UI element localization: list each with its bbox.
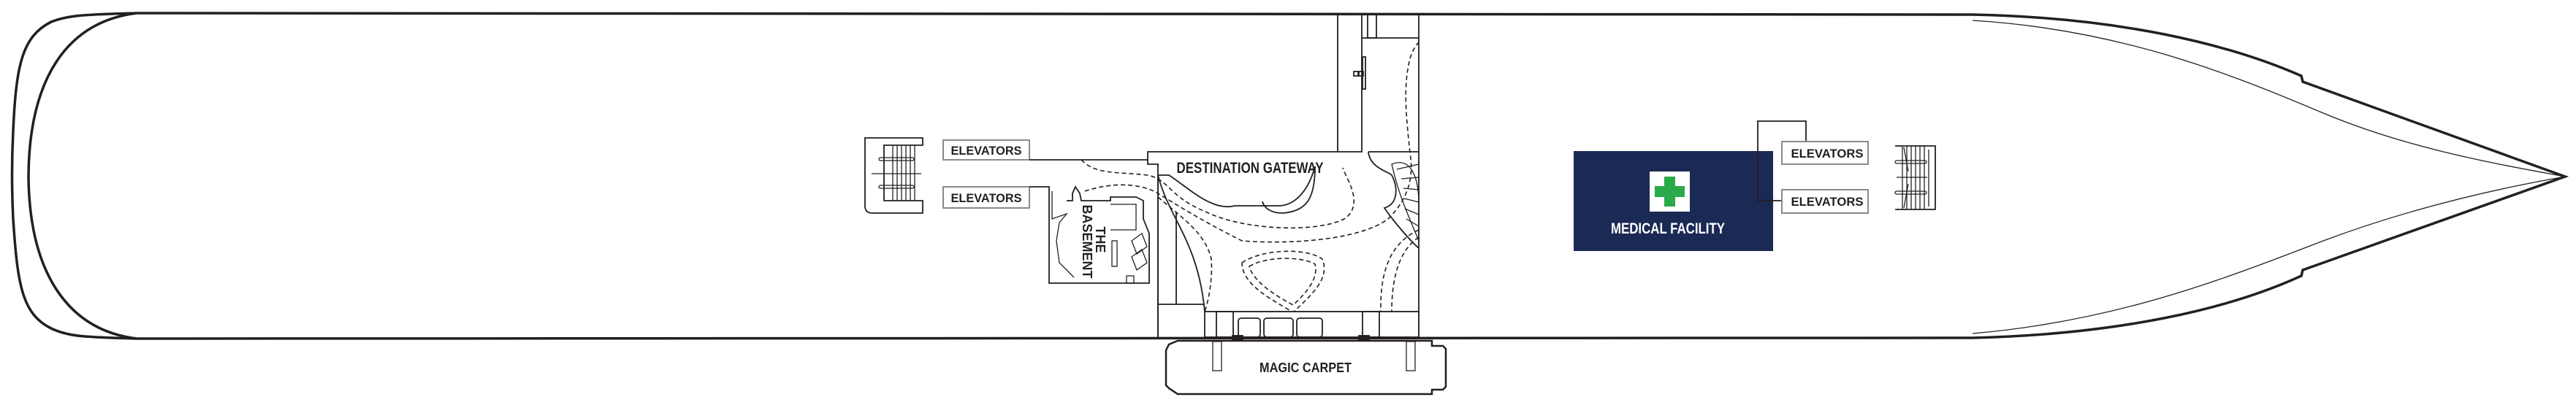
elevators-aft-lower[interactable]: ELEVATORS bbox=[942, 186, 1030, 209]
the-basement-line2: BASEMENT bbox=[1080, 204, 1094, 278]
elevators-fwd-upper[interactable]: ELEVATORS bbox=[1781, 141, 1869, 165]
stairs-icon bbox=[1391, 162, 1420, 242]
elevators-fwd-lower[interactable]: ELEVATORS bbox=[1781, 189, 1869, 214]
elevators-label: ELEVATORS bbox=[951, 191, 1022, 205]
elevators-label: ELEVATORS bbox=[1791, 147, 1864, 161]
elevators-aft-upper[interactable]: ELEVATORS bbox=[942, 139, 1030, 161]
magic-carpet-label: MAGIC CARPET bbox=[1260, 360, 1352, 375]
bow-inner-line bbox=[1972, 20, 2566, 334]
medical-cross-icon bbox=[1650, 171, 1690, 212]
stairs-icon bbox=[864, 137, 923, 214]
stairs-icon bbox=[1894, 145, 1936, 210]
the-basement-venue[interactable]: THE BASEMENT bbox=[1029, 185, 1150, 284]
medical-facility-label: MEDICAL FACILITY bbox=[1611, 220, 1725, 237]
forward-elevator-lobby-wall bbox=[1757, 120, 1807, 201]
ship-hull bbox=[10, 12, 2569, 340]
stern-inner-curve bbox=[27, 12, 137, 340]
destination-gateway-label[interactable]: DESTINATION GATEWAY bbox=[1177, 160, 1324, 177]
medical-facility[interactable]: MEDICAL FACILITY bbox=[1574, 151, 1773, 251]
lower-lobby bbox=[1204, 311, 1420, 341]
elevators-label: ELEVATORS bbox=[951, 144, 1022, 158]
the-basement-label: THE BASEMENT bbox=[1080, 204, 1108, 278]
magic-carpet[interactable]: MAGIC CARPET bbox=[1165, 339, 1447, 396]
the-basement-line1: THE bbox=[1093, 226, 1108, 252]
central-walls bbox=[1029, 13, 1420, 337]
elevators-label: ELEVATORS bbox=[1791, 195, 1864, 209]
